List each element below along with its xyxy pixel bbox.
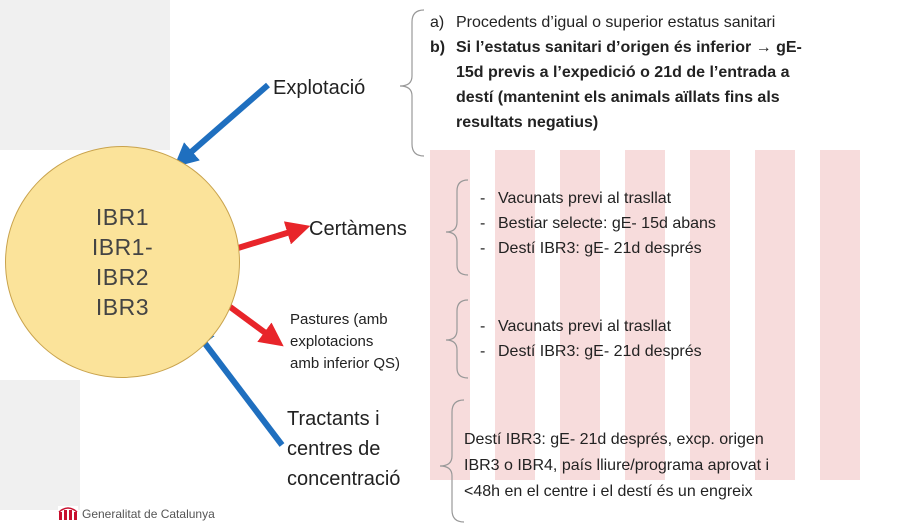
pastures-list: -Vacunats previ al trasllat -Destí IBR3:… xyxy=(480,314,702,364)
brace-explotacio xyxy=(399,9,425,157)
center-line-3: IBR2 xyxy=(95,264,150,290)
explotacio-item-b-line-2: 15d previs a l’expedició o 21d de l’entr… xyxy=(456,64,790,81)
certamens-list: -Vacunats previ al trasllat -Bestiar sel… xyxy=(480,186,716,261)
footer-org-name: Generalitat de Catalunya xyxy=(82,507,215,521)
explotacio-item-b-line-4: resultats negatius) xyxy=(456,114,599,131)
brace-pastures xyxy=(445,299,469,379)
explotacio-item-b-line-1: Si l’estatus sanitari d’origen és inferi… xyxy=(456,39,802,56)
label-explotacio: Explotació xyxy=(273,77,366,99)
label-pastures: Pastures (amb explotacions amb inferior … xyxy=(290,311,401,372)
tractants-text: Destí IBR3: gE- 21d després, excp. orige… xyxy=(464,431,770,500)
brace-tractants xyxy=(439,399,465,523)
label-tractants: Tractants i centres de concentració xyxy=(287,408,401,490)
list-item: -Destí IBR3: gE- 21d després xyxy=(480,343,702,360)
marker-a: a) xyxy=(430,14,445,31)
list-item: -Destí IBR3: gE- 21d després xyxy=(480,240,702,257)
generalitat-logo-icon xyxy=(58,506,78,520)
center-line-4: IBR3 xyxy=(95,294,150,320)
center-status-circle: IBR1 IBR1- IBR2 IBR3 xyxy=(5,146,240,378)
explotacio-item-b-line-3: destí (mantenint els animals aïllats fin… xyxy=(456,89,780,106)
explotacio-item-b: b) Si l’estatus sanitari d’origen és infe… xyxy=(430,35,802,135)
list-item: -Vacunats previ al trasllat xyxy=(480,318,672,335)
list-item: -Bestiar selecte: gE- 15d abans xyxy=(480,215,716,232)
arrow-explotacio-to-center xyxy=(173,82,270,168)
list-item: -Vacunats previ al trasllat xyxy=(480,190,672,207)
explotacio-item-a-text: Procedents d’igual o superior estatus sa… xyxy=(456,14,776,31)
explotacio-item-a: a) Procedents d’igual o superior estatus … xyxy=(430,10,775,35)
brace-certamens xyxy=(445,179,469,276)
center-line-2: IBR1- xyxy=(91,234,154,260)
arrow-tractants-to-center xyxy=(190,324,285,447)
label-certamens: Certàmens xyxy=(309,218,407,240)
arrow-center-to-certamens xyxy=(237,221,311,251)
center-line-1: IBR1 xyxy=(95,204,150,230)
marker-b: b) xyxy=(430,39,446,56)
